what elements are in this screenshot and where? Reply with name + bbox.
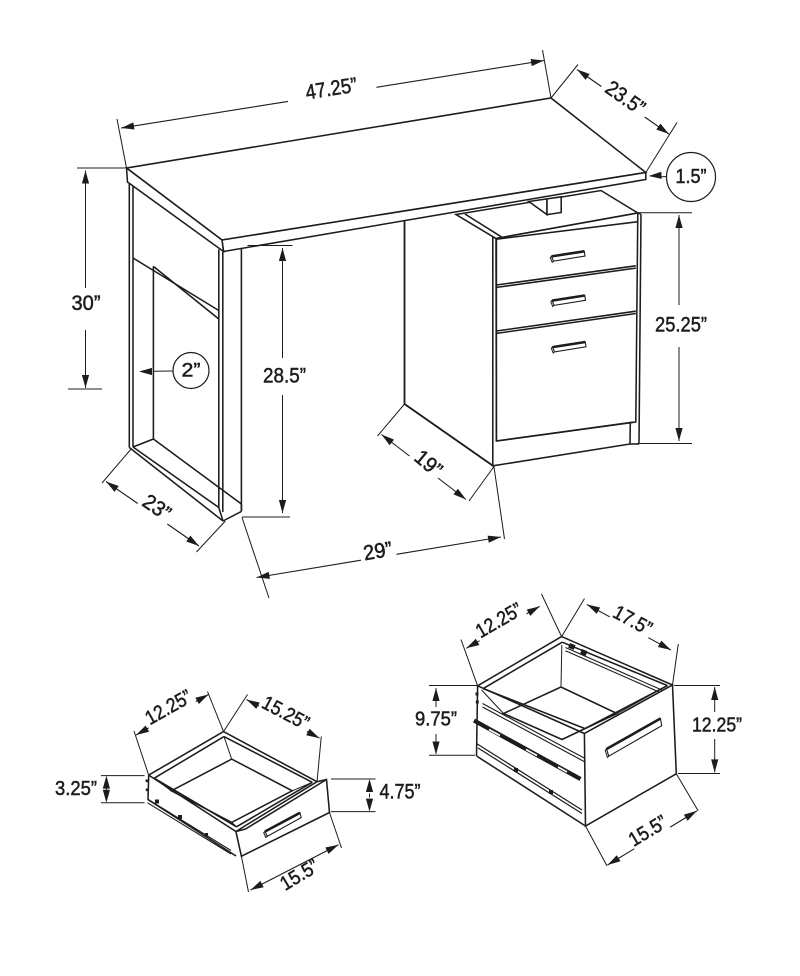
- svg-text:4.75”: 4.75”: [380, 781, 421, 804]
- svg-text:28.5”: 28.5”: [263, 365, 306, 388]
- svg-text:2”: 2”: [182, 360, 201, 382]
- svg-text:30”: 30”: [72, 292, 101, 315]
- svg-text:3.25”: 3.25”: [55, 777, 97, 800]
- svg-text:9.75”: 9.75”: [415, 708, 457, 731]
- svg-text:29”: 29”: [362, 538, 394, 565]
- svg-text:12.25”: 12.25”: [692, 714, 742, 736]
- svg-text:25.25”: 25.25”: [655, 314, 707, 337]
- svg-text:1.5”: 1.5”: [676, 165, 707, 188]
